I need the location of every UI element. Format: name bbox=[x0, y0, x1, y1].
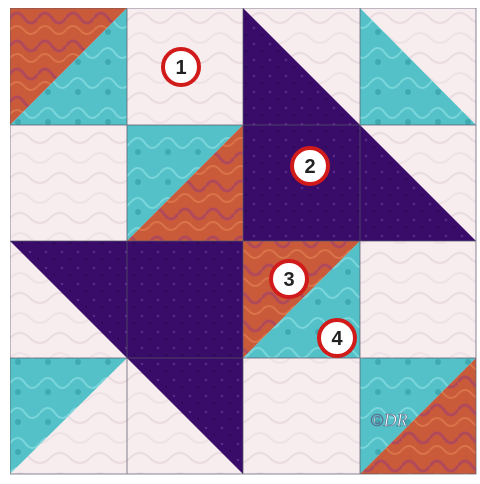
badge-3-label: 3 bbox=[283, 269, 294, 291]
badge-1: 1 bbox=[163, 49, 199, 85]
badge-4-label: 4 bbox=[331, 328, 343, 350]
badge-4: 4 bbox=[319, 320, 355, 356]
watermark: ©DR bbox=[370, 410, 408, 430]
badge-3: 3 bbox=[271, 261, 307, 297]
quilt-block: 1 2 3 4 ©DR bbox=[10, 8, 480, 482]
badge-2: 2 bbox=[292, 148, 328, 184]
badge-1-label: 1 bbox=[175, 57, 186, 79]
badge-2-label: 2 bbox=[304, 156, 315, 178]
